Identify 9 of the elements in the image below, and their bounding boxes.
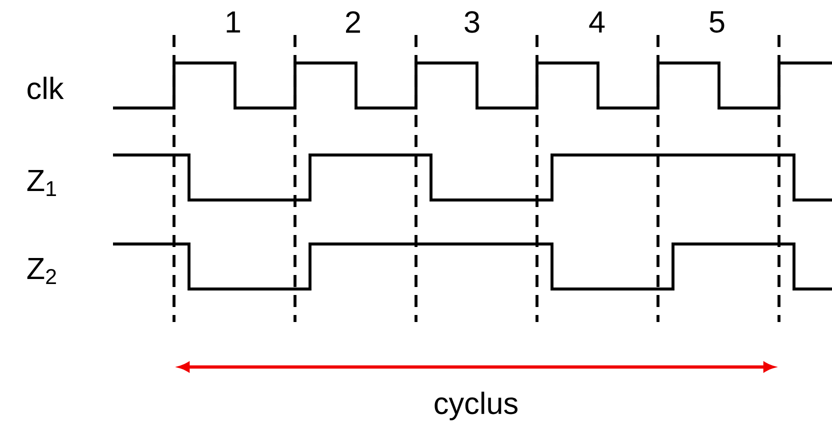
- signal-name: Z$_{2}$: [27, 258, 56, 284]
- cycle-number: 2: [346, 11, 360, 33]
- signal-name: clk: [28, 76, 64, 100]
- cycle-number: 5: [710, 11, 724, 33]
- cycle-number: 3: [464, 11, 480, 33]
- signal-name: Z$_{1}$: [27, 170, 56, 196]
- dimension-label: cyclus: [434, 392, 518, 420]
- cycle-number: 1: [226, 11, 240, 33]
- cycle-number: 4: [589, 11, 605, 33]
